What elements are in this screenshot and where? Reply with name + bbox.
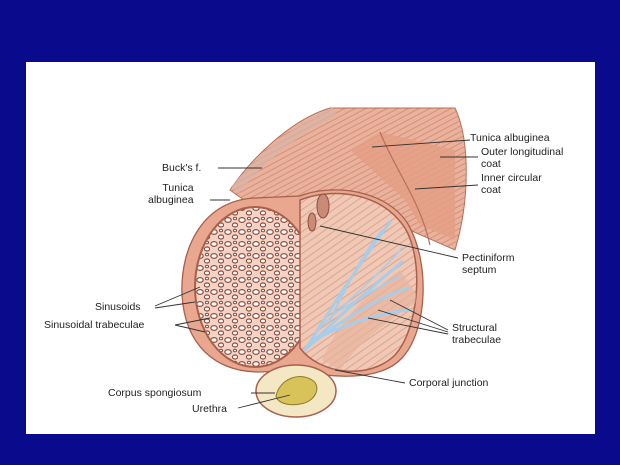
label-tunica-left-line2: albuginea [148,194,194,206]
leader-lines [154,139,479,409]
label-tunica-left-line1: Tunica [162,182,194,194]
label-sinusoids: Sinusoids [95,301,141,313]
label-tunica-albuginea-right: Tunica albuginea [470,132,550,144]
label-sinusoidal-trabeculae: Sinusoidal trabeculae [44,319,145,331]
label-urethra: Urethra [192,403,228,415]
label-inner-coat-line1: Inner circular [481,172,542,184]
label-corpus-spongiosum: Corpus spongiosum [108,387,202,399]
label-inner-circular-coat: Inner circular coat [481,172,542,196]
label-structural-trabeculae: Structural trabeculae [452,322,501,346]
corpus-spongiosum [255,364,337,418]
label-outer-longitudinal-coat: Outer longitudinal coat [481,146,563,170]
label-structural-line1: Structural [452,322,497,334]
label-pectiniform-septum: Pectiniform septum [462,252,515,276]
label-pectiniform-line1: Pectiniform [462,252,515,264]
label-inner-coat-line2: coat [481,184,501,196]
label-structural-line2: trabeculae [452,334,502,346]
label-outer-coat-line2: coat [481,158,501,170]
label-outer-coat-line1: Outer longitudinal [481,146,564,158]
label-pectiniform-line2: septum [462,264,497,276]
label-bucks-fascia: Buck's f. [162,162,202,174]
label-tunica-albuginea-left: Tunica albuginea [148,182,194,206]
septum-openings [307,193,330,232]
label-corporal-junction: Corporal junction [409,377,489,389]
